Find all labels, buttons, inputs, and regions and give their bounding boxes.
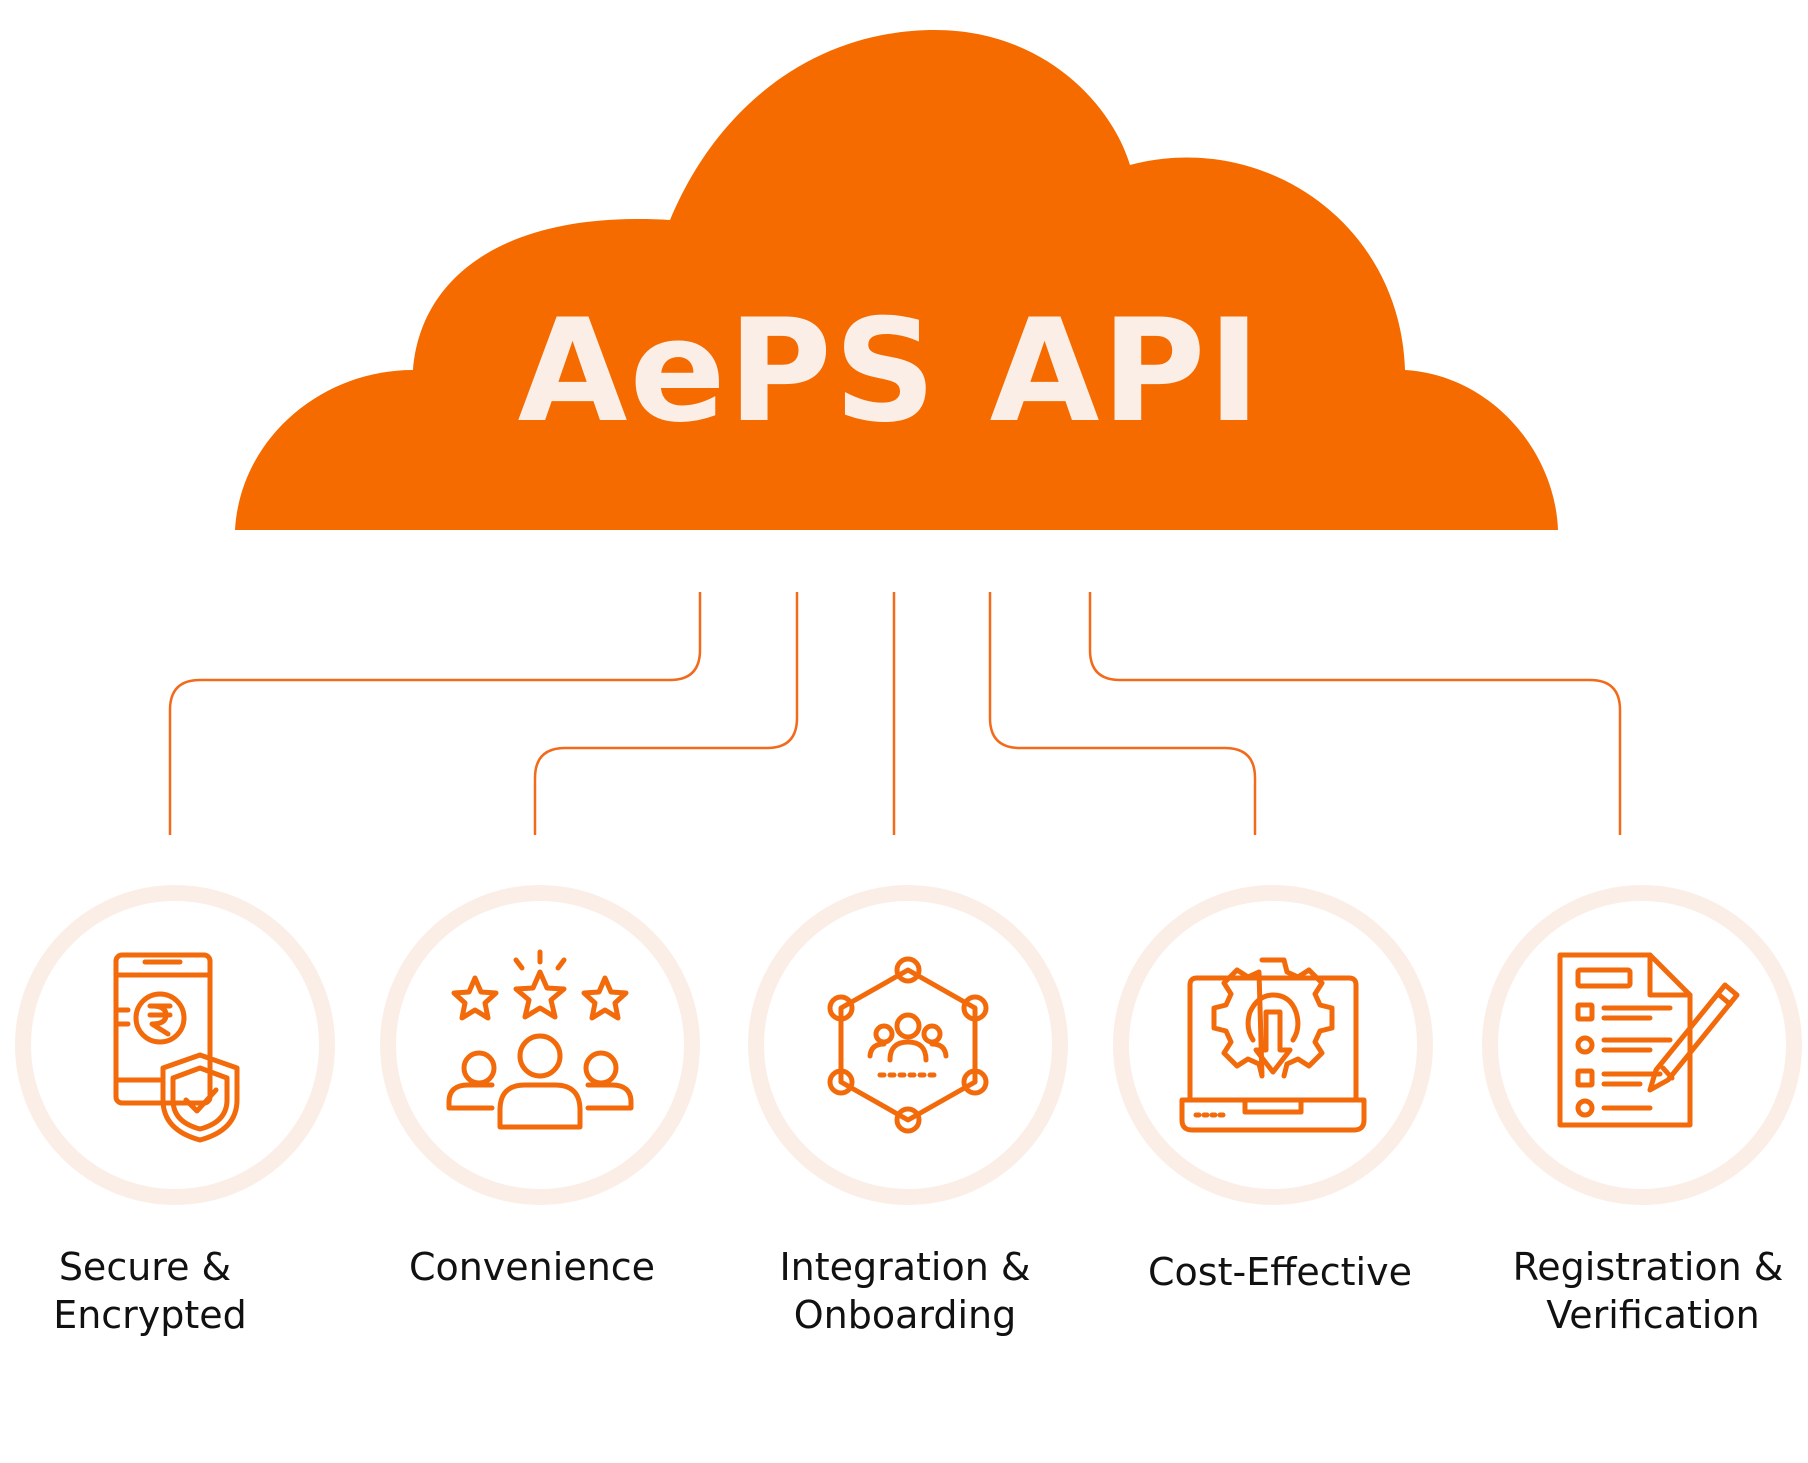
feature-ring — [748, 885, 1068, 1205]
feature-cost-effective: Cost-Effective — [1113, 885, 1433, 1294]
cloud: AePS API — [235, 30, 1558, 530]
feature-label: Registration &Verification — [1513, 1245, 1784, 1337]
laptop-gear-download-icon — [1179, 957, 1367, 1133]
feature-ring — [1482, 885, 1802, 1205]
feature-convenience: Convenience — [380, 885, 700, 1289]
connector-secure — [168, 592, 702, 835]
checklist-pencil-icon — [1557, 952, 1740, 1128]
network-people-icon — [827, 956, 989, 1134]
feature-label: Convenience — [409, 1245, 655, 1289]
phone-rupee-shield-icon — [113, 952, 240, 1143]
feature-label: Integration &Onboarding — [779, 1245, 1030, 1337]
cloud-title: AePS API — [518, 289, 1263, 454]
connector-cost — [988, 592, 1257, 835]
feature-ring — [380, 885, 700, 1205]
feature-ring — [1113, 885, 1433, 1205]
feature-ring — [15, 885, 335, 1205]
feature-label: Cost-Effective — [1148, 1250, 1412, 1294]
stars-users-icon — [446, 949, 634, 1130]
connector-convenience — [533, 592, 799, 835]
feature-secure-encrypted: Secure &Encrypted — [15, 885, 335, 1337]
connector-registration — [1088, 592, 1622, 835]
feature-integration-onboarding: Integration &Onboarding — [748, 885, 1068, 1337]
feature-registration-verification: Registration &Verification — [1482, 885, 1802, 1337]
connectors — [168, 592, 1622, 835]
feature-label: Secure &Encrypted — [53, 1245, 247, 1337]
